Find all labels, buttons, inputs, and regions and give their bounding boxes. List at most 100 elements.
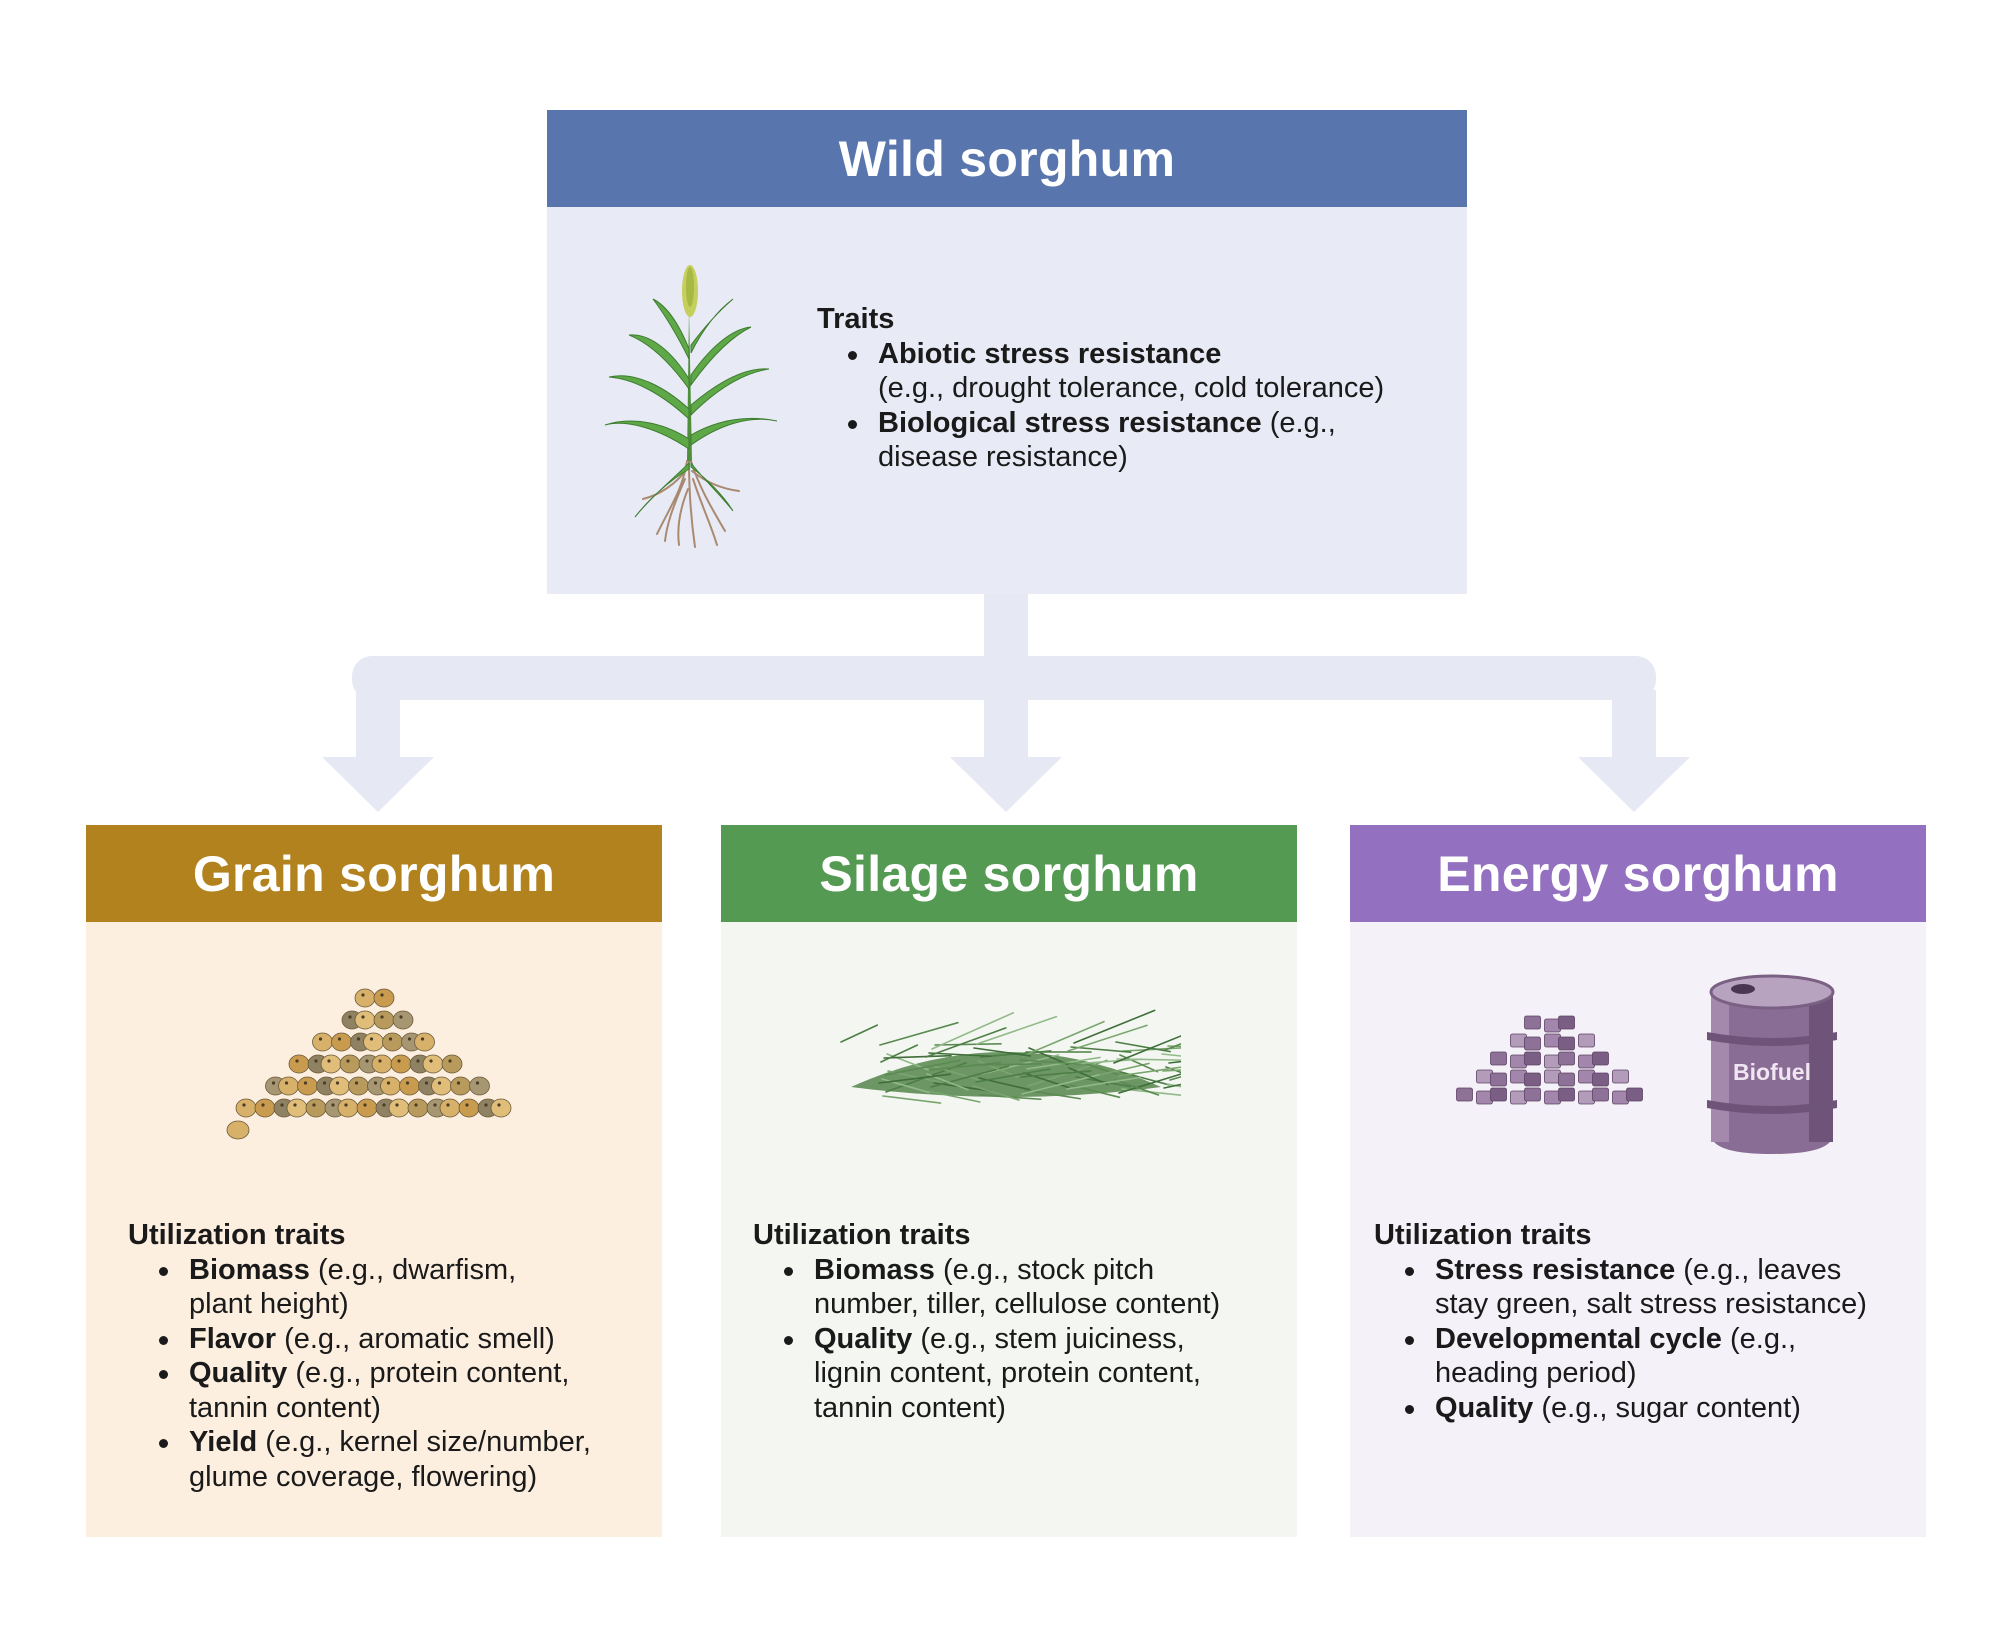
list-item: Biomass (e.g., dwarfism,plant height) — [159, 1253, 591, 1322]
silage-strand — [1020, 1070, 1092, 1078]
silage-strand — [1022, 1020, 1105, 1057]
pellet — [1626, 1087, 1643, 1102]
pellet — [1510, 1069, 1527, 1084]
silage-strand — [1021, 1074, 1100, 1095]
silage-strand — [1164, 1043, 1181, 1051]
traits-heading: Traits — [817, 303, 895, 335]
silage-strand — [1118, 1073, 1181, 1094]
silage-strand — [1066, 1076, 1141, 1090]
pellet — [1524, 1015, 1541, 1030]
pellet — [1578, 1069, 1595, 1084]
silage-strand — [973, 1047, 1032, 1057]
grain-sorghum-body: Utilization traits Biomass (e.g., dwarfi… — [86, 922, 662, 1537]
silage-strand — [1168, 1060, 1181, 1064]
grain-kernel — [331, 1032, 352, 1052]
energy-traits: Utilization traits Stress resistance (e.… — [1374, 1218, 1867, 1425]
silage-strand — [1163, 1083, 1181, 1089]
pellet — [1558, 1072, 1575, 1087]
grain-kernel — [407, 1098, 429, 1118]
list-item: Abiotic stress resistance (e.g., drought… — [847, 337, 1385, 404]
traits-heading: Utilization traits — [753, 1219, 971, 1251]
silage-strand — [934, 1043, 1002, 1046]
pellet-pile-icon — [1456, 1015, 1643, 1105]
pellet — [1592, 1051, 1609, 1066]
silage-strand — [1117, 1066, 1181, 1077]
grain-kernel — [286, 1098, 308, 1118]
silage-strand — [975, 1068, 1051, 1083]
silage-strand — [976, 1015, 1058, 1045]
pellet — [1558, 1051, 1575, 1066]
grain-kernel — [414, 1032, 435, 1052]
wild-traits: Traits Abiotic stress resistance (e.g., … — [817, 302, 1384, 475]
pellet — [1510, 1054, 1527, 1069]
energy-sorghum-title: Energy sorghum — [1350, 825, 1926, 922]
silage-strand — [931, 1012, 1015, 1050]
list-item: Quality (e.g., protein content,tannin co… — [159, 1356, 591, 1425]
silage-strand — [1070, 1046, 1132, 1054]
pellet — [1578, 1090, 1595, 1105]
grain-sorghum-title: Grain sorghum — [86, 825, 662, 922]
pellet — [1578, 1033, 1595, 1048]
grain-kernel — [382, 1032, 403, 1052]
silage-strand — [1114, 1079, 1160, 1096]
pellet — [1524, 1036, 1541, 1051]
pellet — [1544, 1090, 1561, 1105]
grain-kernel — [422, 1054, 444, 1074]
silage-pile-icon — [840, 1009, 1181, 1104]
grain-kernel — [297, 1076, 318, 1096]
silage-strand — [882, 1095, 942, 1104]
grain-kernel — [373, 988, 395, 1008]
silage-sorghum-body: Utilization traits Biomass (e.g., stock … — [721, 922, 1297, 1537]
grain-kernel — [441, 1054, 463, 1074]
grain-sorghum-card: Grain sorghum Utilization traits Biomass… — [86, 825, 662, 1537]
pellet — [1558, 1087, 1575, 1102]
grain-kernel — [254, 1098, 276, 1118]
silage-strand — [927, 1090, 981, 1103]
grain-kernel — [399, 1076, 420, 1096]
silage-strand — [929, 1061, 1002, 1071]
grain-kernel — [380, 1076, 401, 1096]
grain-kernel — [339, 1054, 361, 1074]
pellet — [1544, 1069, 1561, 1084]
silage-strand — [1068, 1067, 1109, 1086]
silage-strand — [1161, 1053, 1181, 1057]
grain-kernel — [490, 1098, 512, 1118]
pellet — [1592, 1072, 1609, 1087]
grain-kernel — [235, 1098, 257, 1118]
grain-kernel — [371, 1054, 393, 1074]
wild-sorghum-card: Wild sorghum — [547, 110, 1467, 594]
list-item: Biological stress resistance (e.g., dise… — [847, 406, 1384, 475]
traits-list: Abiotic stress resistance (e.g., drought… — [817, 337, 1384, 475]
pellet — [1490, 1087, 1507, 1102]
list-item: Quality (e.g., sugar content) — [1405, 1391, 1867, 1426]
silage-strand — [1067, 1024, 1148, 1052]
grain-kernel — [329, 1076, 350, 1096]
silage-strand — [884, 1059, 961, 1076]
grain-kernel — [312, 1032, 333, 1052]
pellet — [1612, 1090, 1629, 1105]
sorghum-plant-icon — [604, 265, 778, 548]
grain-traits: Utilization traits Biomass (e.g., dwarfi… — [128, 1218, 591, 1494]
list-item: Quality (e.g., stem juiciness,lignin con… — [783, 1322, 1220, 1426]
pellet — [1510, 1090, 1527, 1105]
grain-kernel — [392, 1010, 414, 1030]
grain-kernel — [348, 1076, 369, 1096]
silage-strand — [840, 1024, 879, 1043]
pellet — [1510, 1033, 1527, 1048]
silage-traits: Utilization traits Biomass (e.g., stock … — [753, 1218, 1220, 1425]
pellet — [1578, 1054, 1595, 1069]
list-item: Developmental cycle (e.g.,heading period… — [1405, 1322, 1867, 1391]
traits-heading: Utilization traits — [128, 1219, 346, 1251]
grain-kernel — [356, 1098, 378, 1118]
pellet — [1558, 1036, 1575, 1051]
pellet — [1544, 1033, 1561, 1048]
pellet — [1524, 1072, 1541, 1087]
silage-strand — [925, 1027, 1007, 1058]
grain-kernel — [354, 988, 376, 1008]
pellet — [1490, 1072, 1507, 1087]
silage-strand — [1165, 1066, 1181, 1074]
silage-strand — [883, 1054, 952, 1059]
